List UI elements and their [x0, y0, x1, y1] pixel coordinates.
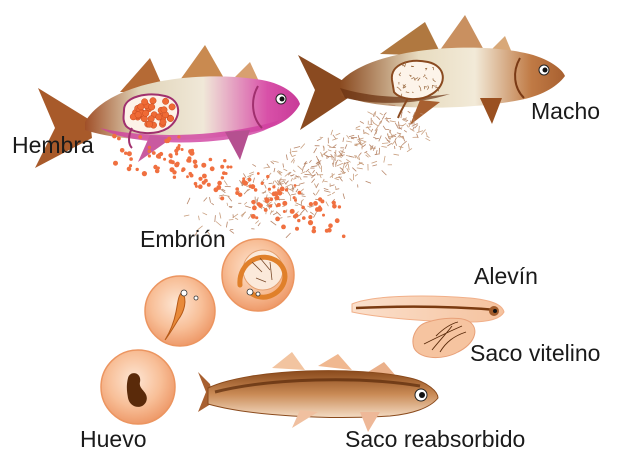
- label-huevo: Huevo: [80, 428, 146, 451]
- late-embryo-circle: [222, 239, 294, 311]
- label-embrion: Embrión: [140, 228, 226, 251]
- label-saco-vitelino: Saco vitelino: [470, 342, 600, 365]
- label-alevin: Alevín: [474, 265, 538, 288]
- label-macho: Macho: [531, 100, 600, 123]
- juvenile-fish: [198, 352, 438, 432]
- label-hembra: Hembra: [12, 134, 94, 157]
- egg-stage-circle: [101, 350, 175, 424]
- male-fish: [298, 15, 565, 130]
- early-embryo-circle: [145, 276, 215, 346]
- label-saco-reabsorbido: Saco reabsorbido: [345, 428, 525, 451]
